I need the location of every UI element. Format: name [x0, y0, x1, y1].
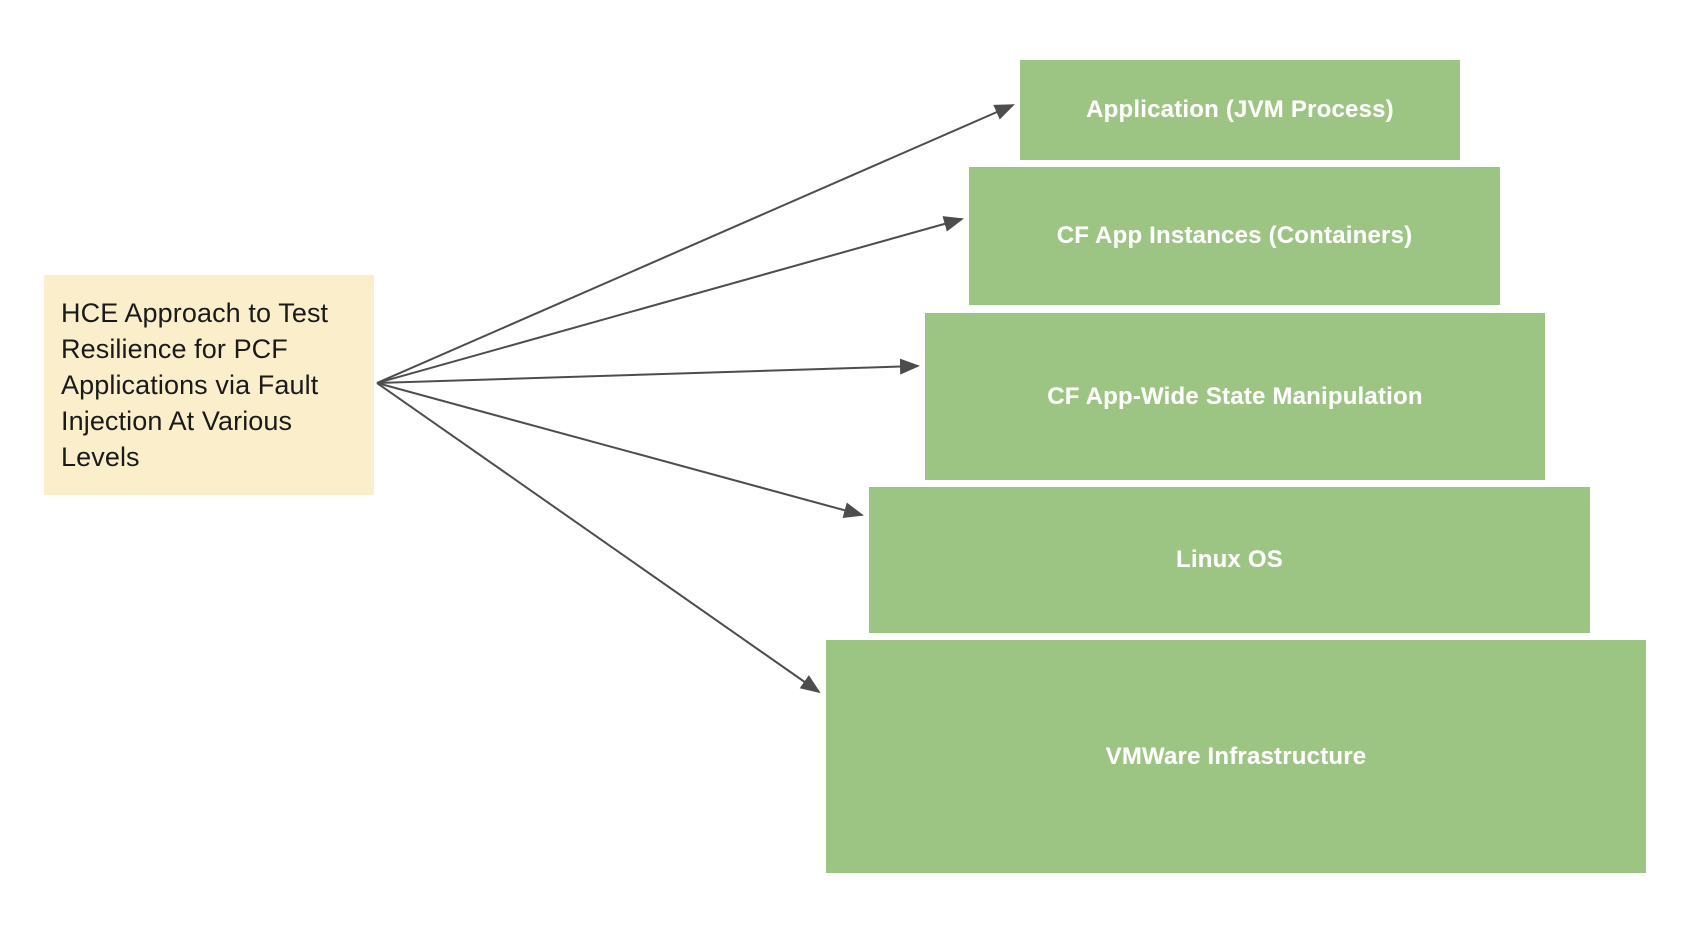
layer-box-label: VMWare Infrastructure [1105, 742, 1367, 770]
layer-box-label: Application (JVM Process) [1086, 96, 1394, 123]
source-box-hce-approach[interactable]: HCE Approach to Test Resilience for PCF … [44, 275, 374, 495]
layer-box[interactable]: CF App Instances (Containers) [969, 167, 1500, 305]
connector-arrow [376, 382, 821, 694]
layer-box[interactable]: CF App-Wide State Manipulation [925, 313, 1545, 480]
connector-arrow [376, 358, 920, 384]
layer-box-label: Linux OS [1176, 546, 1283, 573]
layer-box[interactable]: Linux OS [869, 487, 1590, 633]
connector-arrow [376, 104, 1015, 384]
layer-box-label: CF App-Wide State Manipulation [1047, 382, 1423, 410]
layer-box-label: CF App Instances (Containers) [1056, 222, 1413, 249]
layer-box[interactable]: Application (JVM Process) [1020, 60, 1460, 160]
layer-box[interactable]: VMWare Infrastructure [826, 640, 1646, 873]
connector-arrow [376, 216, 964, 384]
source-box-label: HCE Approach to Test Resilience for PCF … [61, 298, 329, 472]
connector-arrow [376, 382, 864, 518]
